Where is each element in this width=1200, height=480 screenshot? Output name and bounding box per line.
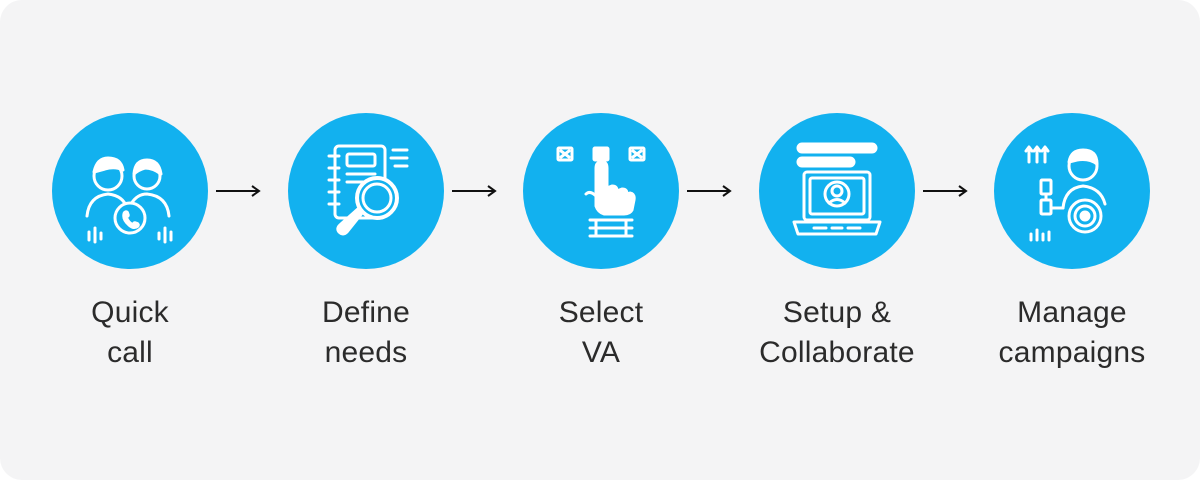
step-quick-call: Quick call — [25, 113, 235, 383]
step-circle — [759, 113, 915, 269]
step-label: Select VA — [559, 293, 644, 373]
step-select-va: Select VA — [496, 113, 706, 383]
step-label-line-2: needs — [324, 336, 408, 369]
arrow-right-icon — [687, 185, 732, 197]
step-label-line-1: Quick — [91, 296, 169, 329]
step-label-line-1: Setup & — [782, 296, 892, 329]
step-label-line-2: campaigns — [998, 336, 1146, 369]
notebook-magnifier-icon — [327, 144, 409, 236]
two-people-phone-icon — [85, 156, 173, 244]
step-label-line-2: VA — [581, 336, 621, 369]
hand-select-icon — [556, 146, 646, 238]
step-circle — [523, 113, 679, 269]
laptop-video-call-icon — [792, 142, 882, 236]
step-circle — [288, 113, 444, 269]
step-label: Setup & Collaborate — [759, 293, 915, 373]
step-label: Quick call — [91, 293, 169, 373]
step-label-line-2: Collaborate — [759, 336, 915, 369]
step-label: Manage campaigns — [999, 293, 1146, 373]
step-circle — [994, 113, 1150, 269]
arrow-right-icon — [452, 185, 497, 197]
step-circle — [52, 113, 208, 269]
arrow-right-icon — [216, 185, 261, 197]
person-gear-dashboard-icon — [1024, 145, 1107, 242]
step-label-line-1: Define — [322, 296, 410, 329]
step-label-line-2: call — [107, 336, 153, 369]
step-label: Define needs — [322, 293, 410, 373]
step-manage-campaigns: Manage campaigns — [967, 113, 1177, 383]
arrow-right-icon — [923, 185, 968, 197]
step-define-needs: Define needs — [261, 113, 471, 383]
step-setup-collaborate: Setup & Collaborate — [732, 113, 942, 383]
step-label-line-1: Manage — [1017, 296, 1127, 329]
step-label-line-1: Select — [558, 296, 644, 329]
